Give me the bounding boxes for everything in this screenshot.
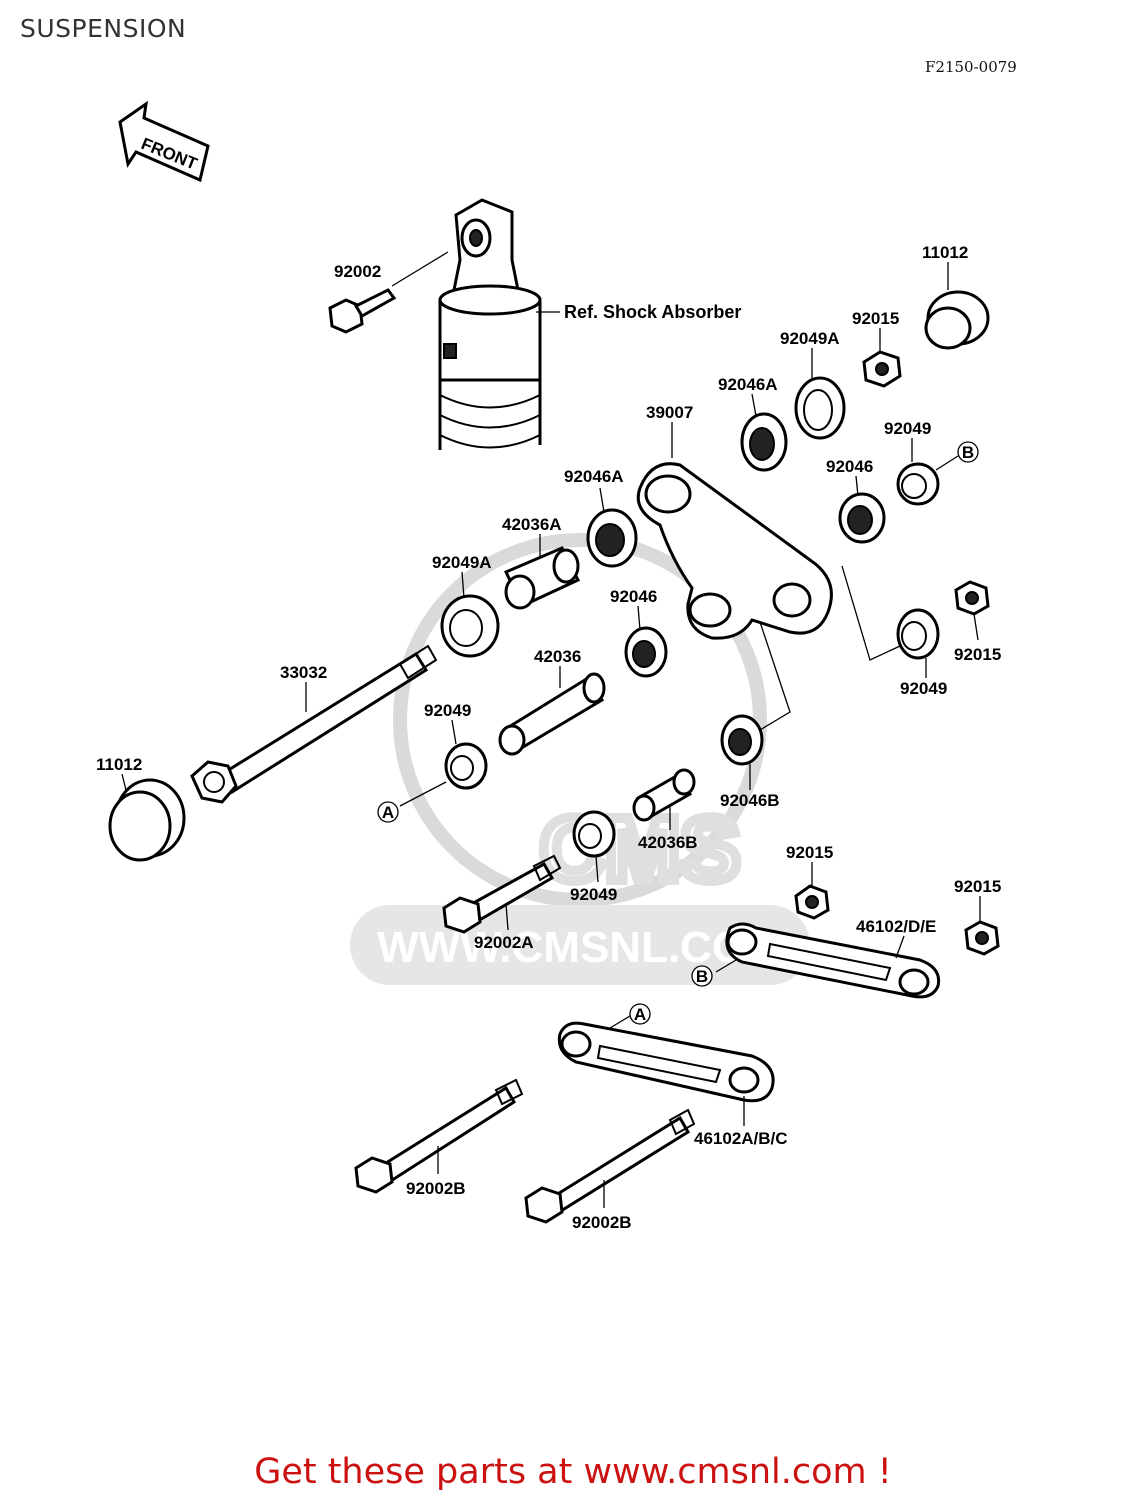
watermark-text: WWW.CMSNL.COM [377, 923, 783, 972]
label-42036B: 42036B [638, 833, 698, 852]
label-46102DE: 46102/D/E [856, 917, 936, 936]
nut-92015-top [862, 350, 902, 388]
marker-b-link-icon: B [691, 965, 713, 987]
label-11012-top: 11012 [922, 243, 968, 262]
bolt-92002B-left [354, 1078, 524, 1194]
label-92049-lower-right: 92049 [900, 679, 947, 698]
sleeve-42036A [503, 546, 581, 610]
marker-b-right: B [962, 443, 974, 462]
label-92015-far: 92015 [954, 877, 1001, 896]
marker-a-link-icon: A [629, 1003, 651, 1025]
seal-92049A-top [794, 376, 846, 440]
bearing-92046-right [838, 492, 886, 544]
marker-b-link: B [696, 967, 708, 986]
shock-absorber [438, 198, 542, 450]
nut-92015-far [964, 920, 1000, 956]
bolt-92002 [328, 288, 397, 334]
nut-92015-mid [954, 580, 990, 616]
label-92049-right: 92049 [884, 419, 931, 438]
bearing-92046A-top [740, 412, 788, 472]
label-42036A: 42036A [502, 515, 562, 534]
bolt-92002B-right [524, 1108, 696, 1224]
label-11012-left: 11012 [96, 755, 142, 774]
parts-diagram: WWW.CMSNL.COM CMS FRONT [96, 100, 1001, 1232]
label-39007: 39007 [646, 403, 693, 422]
bolt-92002A [442, 854, 562, 934]
label-92049A-left: 92049A [432, 553, 492, 572]
seal-92049-left [444, 742, 488, 790]
marker-a-left: A [382, 803, 394, 822]
marker-a-link: A [634, 1005, 646, 1024]
axle-33032 [190, 644, 438, 804]
label-42036: 42036 [534, 647, 581, 666]
label-92002B-left: 92002B [406, 1179, 466, 1198]
link-46102DE [725, 922, 941, 999]
drawing-code: F2150-0079 [925, 58, 1017, 76]
link-46102ABC [557, 1021, 775, 1103]
seal-92049A-left [440, 594, 500, 658]
label-33032: 33032 [280, 663, 327, 682]
nut-92015-lower [794, 884, 830, 920]
front-arrow-icon: FRONT [118, 100, 210, 183]
label-ref-shock: Ref. Shock Absorber [564, 302, 741, 322]
seal-92049-bottom [572, 810, 616, 858]
label-92002: 92002 [334, 262, 381, 281]
label-46102ABC: 46102A/B/C [694, 1129, 788, 1148]
label-92046B: 92046B [720, 791, 780, 810]
page-title: SUSPENSION [20, 14, 187, 43]
label-92046A-mid: 92046A [564, 467, 624, 486]
rocker-arm-39007 [636, 462, 833, 640]
label-92049-bottom: 92049 [570, 885, 617, 904]
seal-92049-right-lower [896, 608, 940, 660]
label-92002B-right: 92002B [572, 1213, 632, 1232]
label-92015-top: 92015 [852, 309, 899, 328]
label-92049-left: 92049 [424, 701, 471, 720]
marker-a-left-icon: A [377, 801, 399, 823]
bearing-92046-mid [624, 626, 668, 678]
label-92015-mid: 92015 [954, 645, 1001, 664]
label-92046-mid: 92046 [610, 587, 657, 606]
label-92046-right: 92046 [826, 457, 873, 476]
label-92049A-top: 92049A [780, 329, 840, 348]
cap-11012-left [108, 778, 186, 862]
promo-link[interactable]: Get these parts at www.cmsnl.com ! [254, 1452, 892, 1492]
label-92002A: 92002A [474, 933, 534, 952]
sleeve-42036B [632, 768, 696, 822]
bearing-92046A-mid [586, 508, 638, 568]
sleeve-42036 [498, 672, 606, 756]
label-92046A-top: 92046A [718, 375, 778, 394]
cap-11012-top [924, 290, 990, 350]
label-92015-lower: 92015 [786, 843, 833, 862]
seal-92049-right-upper [896, 462, 940, 506]
bearing-92046B [720, 714, 764, 766]
marker-b-right-icon: B [957, 441, 979, 463]
